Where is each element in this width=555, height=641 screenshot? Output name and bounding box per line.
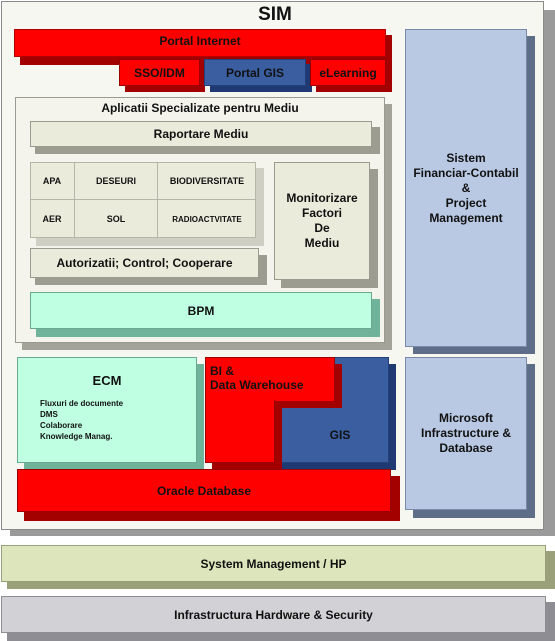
sso-idm-box xyxy=(119,59,200,86)
raportare-mediu-box xyxy=(30,121,372,147)
financiar-line-2: Financiar-Contabil xyxy=(413,165,519,180)
financiar-box xyxy=(405,29,527,347)
grid-cell-aer: AER xyxy=(42,214,62,224)
microsoft-label: Microsoft Infrastructure & Database xyxy=(405,357,527,510)
bi-line-2: Data Warehouse xyxy=(210,378,304,392)
monitorizare-line-3: De xyxy=(314,221,330,235)
ecm-item-list: Fluxuri de documente DMS Colaborare Know… xyxy=(40,398,190,442)
microsoft-line-2: Infrastructure & xyxy=(420,426,512,440)
financiar-label: Sistem Financiar-Contabil & Project Mana… xyxy=(405,29,527,347)
elearning-label: eLearning xyxy=(319,65,377,80)
ecm-item: Fluxuri de documente xyxy=(40,399,124,408)
elearning-box xyxy=(310,59,386,86)
sso-idm-label: SSO/IDM xyxy=(134,65,185,80)
grid-cell-sol: SOL xyxy=(106,214,126,224)
portal-internet-box xyxy=(14,29,386,57)
grid-cell-deseuri: DESEURI xyxy=(95,175,136,186)
monitorizare-line-2: Factori xyxy=(301,206,342,220)
microsoft-box xyxy=(405,357,527,510)
monitorizare-box xyxy=(274,162,370,280)
grid-cell-apa: APA xyxy=(42,175,62,186)
grid-col-divider-2 xyxy=(157,162,158,238)
bi-label: BI & Data Warehouse xyxy=(210,364,330,392)
autorizatii-box xyxy=(30,248,259,278)
infrastructura-box xyxy=(1,596,546,633)
grid-cell-biodiversitate: BIODIVERSITATE xyxy=(169,175,245,186)
bpm-label: BPM xyxy=(187,303,215,318)
ecm-item: DMS xyxy=(40,410,58,419)
grid-col-divider-1 xyxy=(74,162,75,238)
oracle-box xyxy=(17,469,391,512)
ecm-box xyxy=(17,357,197,463)
financiar-line-1: Sistem xyxy=(446,150,486,165)
raportare-mediu-label: Raportare Mediu xyxy=(153,127,249,141)
system-management-box xyxy=(1,545,546,582)
ecm-item: Knowledge Manag. xyxy=(40,432,113,441)
sim-title: SIM xyxy=(258,4,292,25)
bi-box-top xyxy=(205,357,335,401)
monitorizare-label: Monitorizare Factori De Mediu xyxy=(274,162,370,280)
oracle-label: Oracle Database xyxy=(156,483,252,498)
monitorizare-line-1: Monitorizare xyxy=(286,191,358,205)
portal-internet-label: Portal Internet xyxy=(159,34,241,48)
ecm-item: Colaborare xyxy=(40,421,83,430)
infrastructura-label: Infrastructura Hardware & Security xyxy=(174,607,373,622)
grid-cell-radioactivitate: RADIOACTVITATE xyxy=(172,214,242,224)
bi-box-left xyxy=(205,400,275,463)
microsoft-line-1: Microsoft xyxy=(439,411,493,425)
portal-gis-label: Portal GIS xyxy=(225,65,284,80)
autorizatii-label: Autorizatii; Control; Cooperare xyxy=(56,256,233,270)
financiar-line-3: & xyxy=(461,180,471,195)
apps-label: Aplicatii Specializate pentru Mediu xyxy=(101,101,299,115)
financiar-line-4: Project xyxy=(445,195,487,210)
bi-line-1: BI & xyxy=(210,364,234,378)
bpm-box xyxy=(30,292,372,329)
system-management-label: System Management / HP xyxy=(200,556,347,571)
portal-gis-box xyxy=(204,59,306,86)
financiar-line-5: Management xyxy=(429,210,503,225)
monitorizare-line-4: Mediu xyxy=(304,236,340,250)
grid-row-divider xyxy=(30,199,256,200)
ecm-label: ECM xyxy=(92,372,122,388)
microsoft-line-3: Database xyxy=(439,441,493,455)
gis-label: GIS xyxy=(329,428,351,442)
media-grid xyxy=(30,162,256,238)
